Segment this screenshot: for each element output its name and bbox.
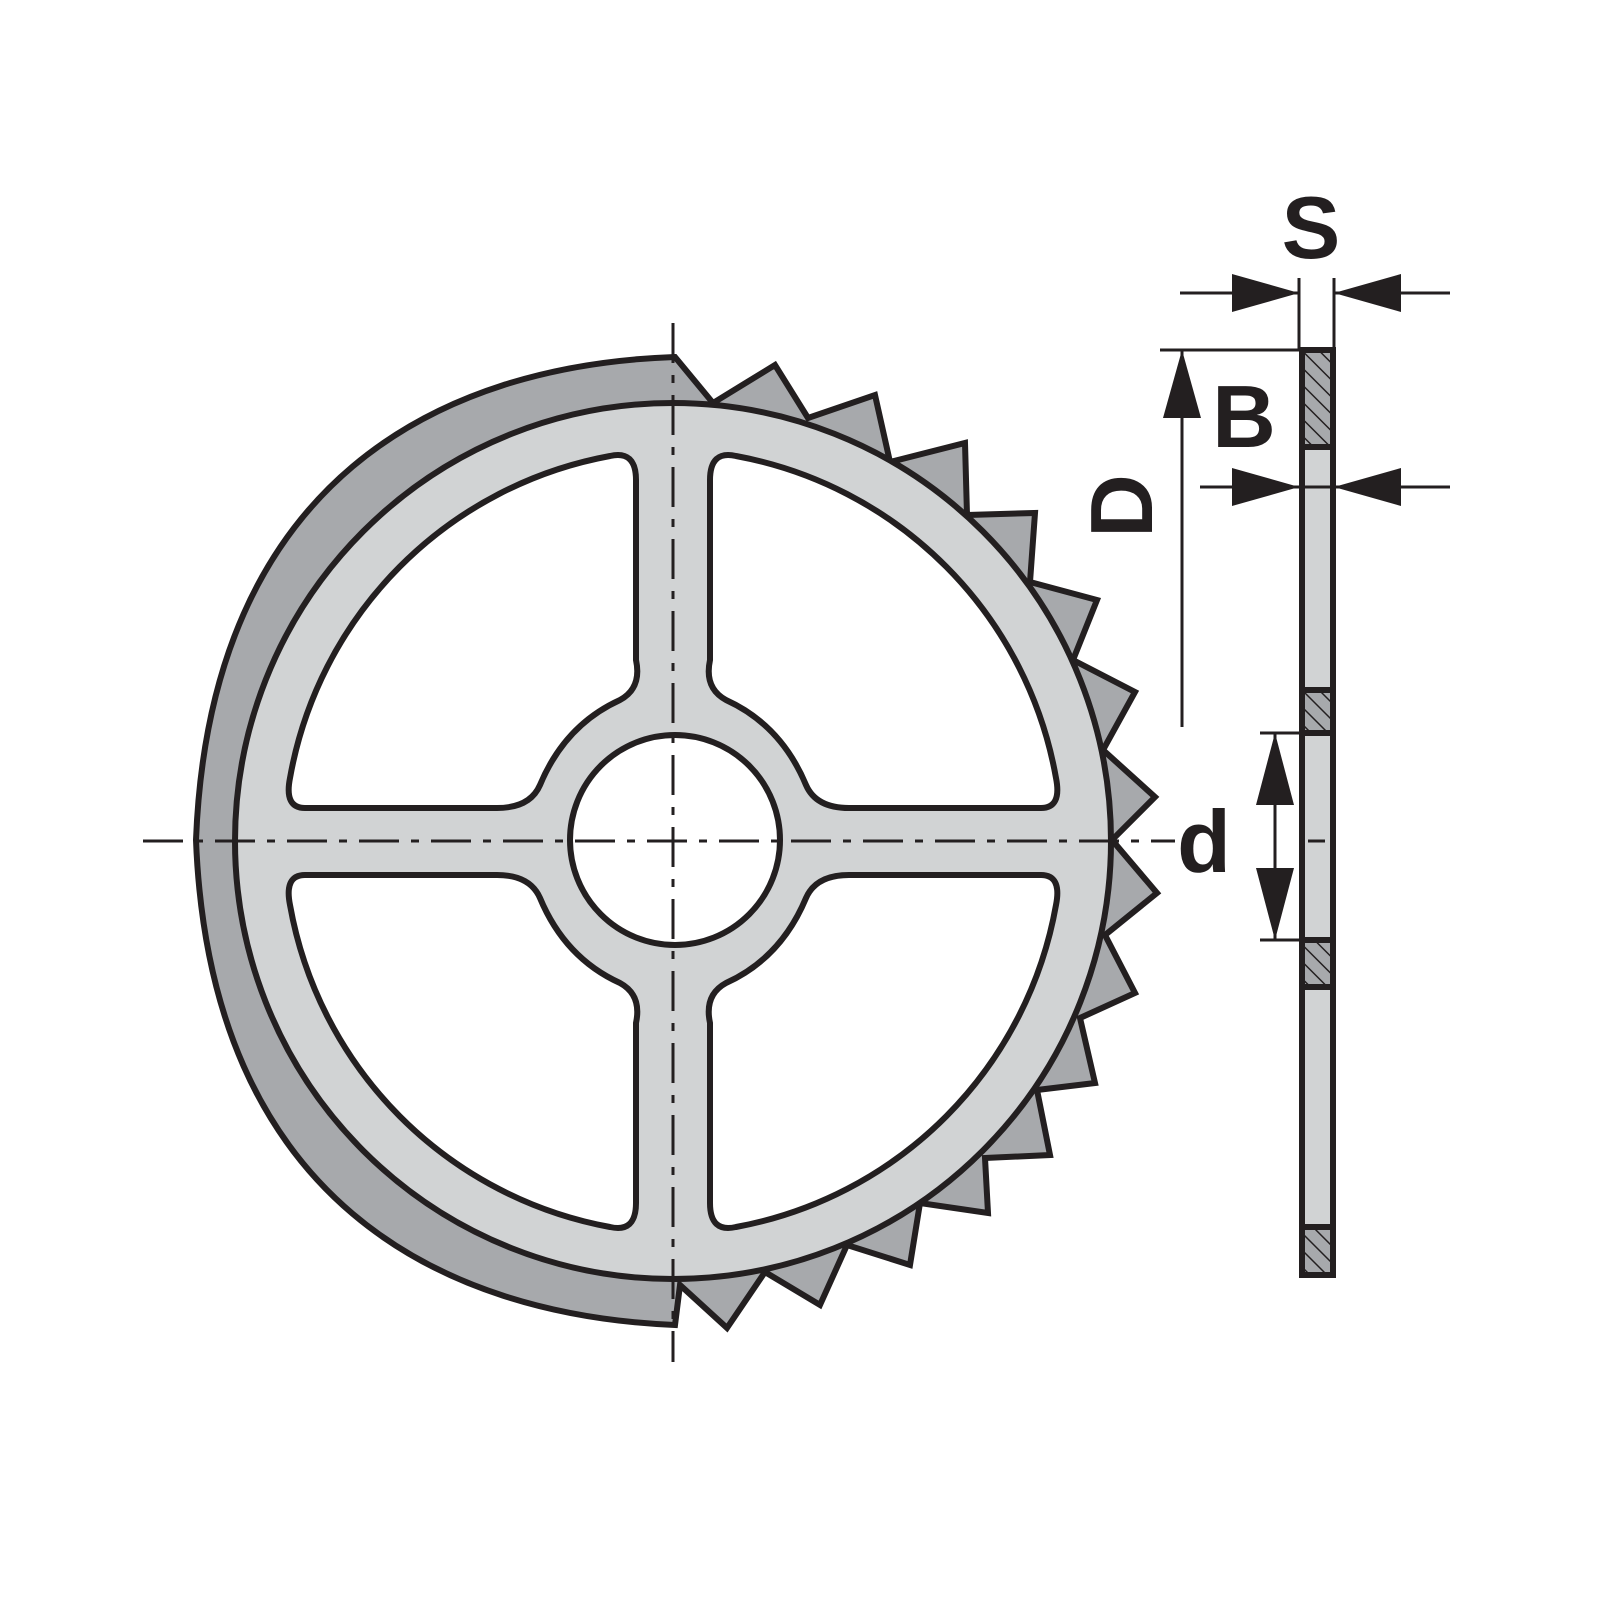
label-thickness-s: S: [1282, 178, 1341, 277]
label-kerf-b: B: [1212, 367, 1276, 466]
label-diameter-D: D: [1072, 474, 1171, 538]
side-view: [1299, 347, 1336, 1278]
dimension-lines: [1160, 274, 1450, 942]
center-lines: [143, 323, 1175, 1362]
label-bore-d: d: [1177, 792, 1231, 891]
